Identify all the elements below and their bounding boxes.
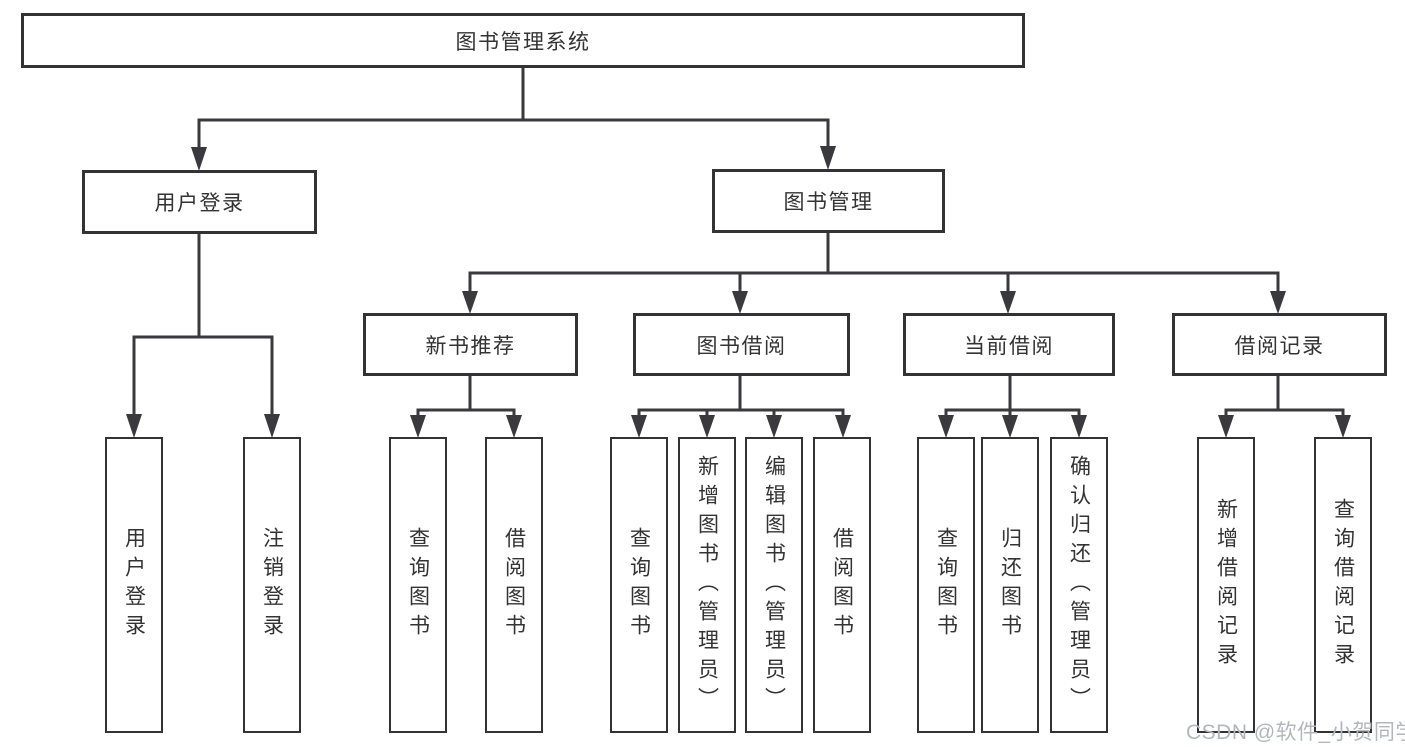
leaf-query-books-borrow: 查询图书 [610, 437, 668, 733]
leaf-borrow-books-label: 借阅图书 [830, 527, 854, 643]
leaf-user-login: 用户登录 [105, 437, 163, 733]
node-book-borrow: 图书借阅 [633, 313, 850, 376]
leaf-query-borrow-record: 查询借阅记录 [1314, 437, 1372, 733]
leaf-borrow-books-recommend-label: 借阅图书 [502, 527, 526, 643]
leaf-query-books-borrow-label: 查询图书 [627, 527, 651, 643]
node-root-library-system: 图书管理系统 [21, 13, 1025, 68]
leaf-edit-books-admin: 编辑图书（管理员） [745, 437, 803, 733]
leaf-return-books: 归还图书 [981, 437, 1039, 733]
node-book-borrow-label: 图书借阅 [696, 334, 787, 358]
node-book-management-label: 图书管理 [783, 191, 874, 214]
leaf-user-login-label: 用户登录 [122, 527, 146, 643]
leaf-add-books-admin: 新增图书（管理员） [678, 437, 736, 733]
leaf-query-books-current: 查询图书 [917, 437, 975, 733]
leaf-query-books-current-label: 查询图书 [934, 527, 958, 643]
node-new-book-recommend-label: 新书推荐 [425, 334, 516, 358]
node-current-borrow: 当前借阅 [903, 313, 1115, 376]
node-borrow-records-label: 借阅记录 [1234, 334, 1325, 358]
leaf-return-books-label: 归还图书 [998, 527, 1022, 643]
node-new-book-recommend: 新书推荐 [363, 313, 578, 376]
node-book-management: 图书管理 [712, 169, 945, 233]
node-current-borrow-label: 当前借阅 [964, 334, 1054, 358]
node-user-login-label: 用户登录 [154, 192, 245, 215]
leaf-add-borrow-record: 新增借阅记录 [1197, 437, 1255, 733]
csdn-watermark: CSDN @软件_小贺同学 [1186, 721, 1405, 744]
leaf-query-books-recommend-label: 查询图书 [406, 527, 430, 643]
leaf-edit-books-admin-label: 编辑图书（管理员） [762, 454, 786, 716]
node-borrow-records: 借阅记录 [1172, 313, 1387, 376]
leaf-query-books-recommend: 查询图书 [389, 437, 447, 733]
leaf-logout-label: 注销登录 [260, 527, 284, 643]
leaf-confirm-return-admin-label: 确认归还（管理员） [1067, 454, 1091, 716]
node-user-login: 用户登录 [82, 170, 317, 234]
leaf-query-borrow-record-label: 查询借阅记录 [1331, 498, 1355, 672]
leaf-logout: 注销登录 [243, 437, 301, 733]
node-root-label: 图书管理系统 [455, 30, 591, 54]
leaf-confirm-return-admin: 确认归还（管理员） [1050, 437, 1108, 733]
leaf-add-books-admin-label: 新增图书（管理员） [695, 454, 719, 716]
leaf-borrow-books-recommend: 借阅图书 [485, 437, 543, 733]
leaf-borrow-books: 借阅图书 [813, 437, 871, 733]
leaf-add-borrow-record-label: 新增借阅记录 [1214, 498, 1238, 672]
